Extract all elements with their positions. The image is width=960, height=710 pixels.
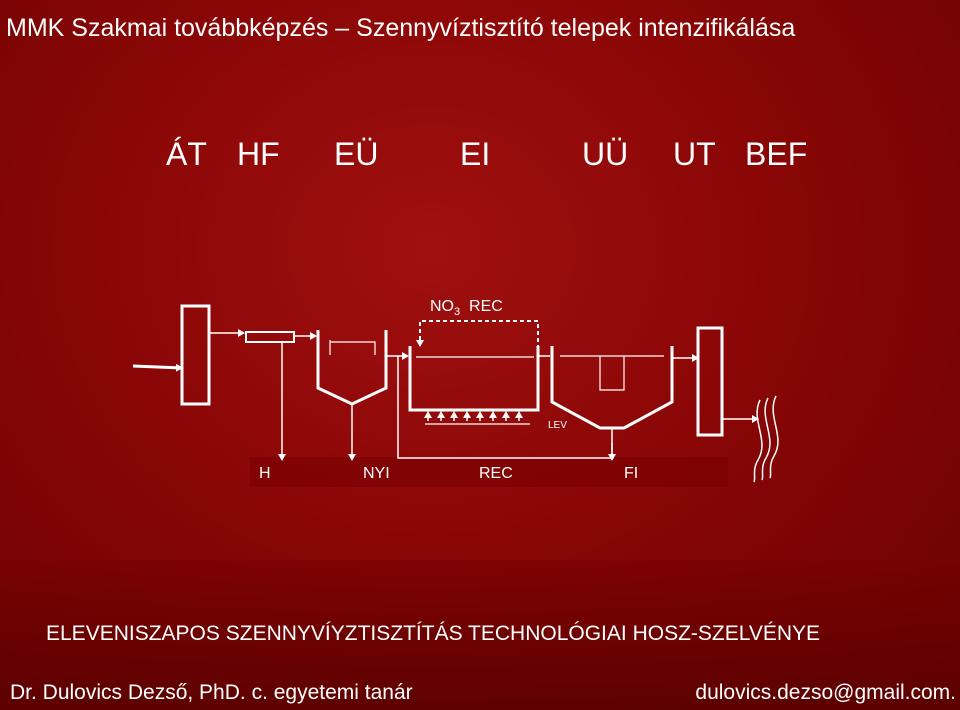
post-treatment-unit [696,326,724,437]
no3-rec-label: NO3 REC [430,298,503,318]
nitrate-recirculation-loop [416,320,539,356]
process-codes-row: ÁT HF EÜ EI UÜ UT BEF [0,136,960,186]
primary-settler-baffle [329,340,376,355]
code-uu: UÜ [582,136,629,172]
slide-title: MMK Szakmai továbbképzés – Szennyvíztisz… [6,14,796,42]
label-fi: FI [624,465,639,482]
label-panel [250,457,728,487]
grit-chamber-unit [245,331,295,343]
lower-background-band [0,560,960,710]
lev-label: LEV [548,420,567,431]
aeration-tank-unit [408,346,540,412]
return-sludge-line [397,356,613,459]
code-bef: BEF [745,136,808,172]
no3-main: NO [430,298,454,315]
code-ei: EI [460,136,491,172]
footer-author: Dr. Dulovics Dezső, PhD. c. egyetemi tan… [10,681,413,704]
label-nyi: NYI [363,465,390,482]
secondary-clarifier-unit [550,346,674,430]
code-ut: UT [673,136,716,172]
diagram-heading: ELEVENISZAPOS SZENNYVÍYZTISZTÍTÁS TECHNO… [46,622,821,645]
receiving-water-waves [753,395,779,483]
code-hf: HF [237,136,280,172]
diffuser-arrows [424,411,523,421]
code-at: ÁT [166,136,207,172]
primary-settler-unit [316,330,388,406]
code-eu: EÜ [334,136,379,172]
inflow-arrow [132,363,183,372]
no3-rest: REC [469,298,503,315]
secondary-clarifier-center-well [599,356,625,391]
footer-email: dulovics.dezso@gmail.com. [695,681,956,704]
label-rec: REC [479,465,513,482]
screen-unit [180,304,211,406]
label-h: H [259,465,271,482]
no3-sub: 3 [454,306,461,319]
